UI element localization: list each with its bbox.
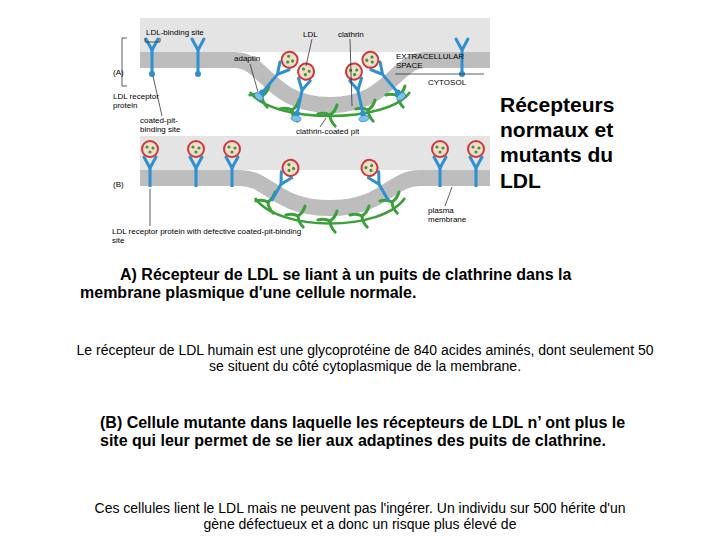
panel-b xyxy=(142,141,158,157)
region-label: EXTRACELLULAR SPACE xyxy=(396,52,476,70)
leader-lines xyxy=(306,39,312,66)
leader-lines xyxy=(150,189,151,226)
panel-b xyxy=(434,157,446,187)
panel-b xyxy=(265,157,302,205)
panel-b xyxy=(350,206,371,227)
panel-b xyxy=(286,206,307,227)
panel-b xyxy=(470,157,482,187)
panel-label: (B) xyxy=(113,180,133,189)
panel-a xyxy=(350,78,370,118)
panel-b xyxy=(368,172,393,204)
panel-a xyxy=(359,49,382,72)
panel-a xyxy=(291,115,302,123)
part-label: LDL-binding site xyxy=(146,28,226,37)
leader-lines xyxy=(350,39,352,106)
panel-label: (A) xyxy=(113,68,133,77)
panel-b xyxy=(188,141,204,157)
panel-b xyxy=(432,141,448,157)
part-label: LDL receptor protein xyxy=(113,92,168,110)
panel-b xyxy=(318,211,339,232)
leader-lines xyxy=(145,38,160,42)
title-heading: Récepteurs normaux et mutants du LDL xyxy=(500,92,650,193)
leader-lines xyxy=(122,38,484,226)
panel-b xyxy=(432,141,448,187)
panel-b xyxy=(224,141,240,157)
part-label: adaptin xyxy=(234,54,274,63)
leader-lines xyxy=(320,118,326,127)
panel-b xyxy=(359,157,381,179)
panel-b xyxy=(224,141,240,187)
panel-b xyxy=(266,172,291,204)
panel-b xyxy=(359,157,396,205)
panel-b xyxy=(280,157,302,179)
panel-a xyxy=(395,91,407,102)
caption-text: A) Récepteur de LDL se liant à un puits … xyxy=(80,266,640,303)
panel-b xyxy=(226,157,238,187)
panel-a xyxy=(140,18,490,52)
panel-a xyxy=(140,18,490,126)
panel-a xyxy=(140,60,490,105)
note-text: Ces cellules lient le LDL mais ne peuven… xyxy=(80,500,640,532)
panel-a xyxy=(288,62,316,123)
leader-lines xyxy=(445,187,452,206)
part-label: clathrin-coated pit xyxy=(296,127,386,136)
panel-b xyxy=(144,157,156,187)
panel-b xyxy=(142,141,158,187)
part-label: clathrin xyxy=(338,30,383,39)
part-label: coated-pit-binding site xyxy=(140,116,192,134)
panel-b xyxy=(188,141,204,187)
leader-lines xyxy=(122,38,127,86)
panel-a xyxy=(278,49,301,72)
panel-a xyxy=(358,115,369,123)
panel-a xyxy=(255,62,289,99)
region-label: CYTOSOL xyxy=(428,78,478,87)
panel-a xyxy=(318,105,339,126)
panel-b xyxy=(380,192,401,213)
panel-a xyxy=(192,39,204,77)
leader-lines xyxy=(250,64,258,92)
panel-a xyxy=(192,39,204,77)
part-label: LDL xyxy=(303,30,328,39)
part-label: LDL receptor protein with defective coat… xyxy=(112,227,312,245)
panel-b xyxy=(140,178,490,208)
panel-a xyxy=(344,62,363,81)
panel-a xyxy=(146,39,158,77)
part-label: plasma membrane xyxy=(428,206,478,224)
panel-a xyxy=(250,86,271,107)
caption-text: (B) Cellule mutante dans laquelle les ré… xyxy=(100,414,650,451)
panel-b xyxy=(468,141,484,187)
panel-a xyxy=(146,39,158,77)
note-text: Le récepteur de LDL humain est une glyco… xyxy=(70,342,660,374)
panel-b xyxy=(468,141,484,157)
leader-lines xyxy=(395,74,484,75)
panel-b xyxy=(190,157,202,187)
panel-b xyxy=(140,136,490,232)
panel-a xyxy=(253,91,265,102)
panel-a xyxy=(344,62,372,123)
panel-a xyxy=(291,78,311,118)
